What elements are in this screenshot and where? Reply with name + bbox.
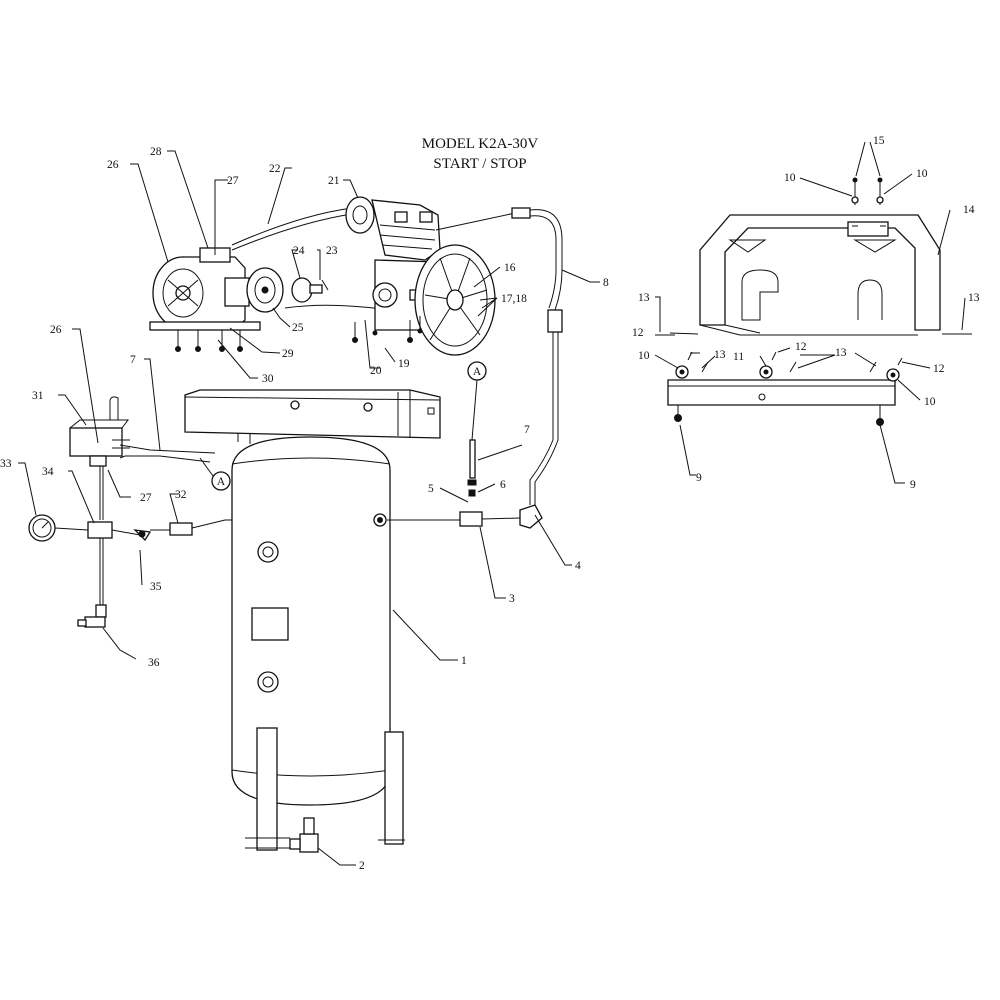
callout-5: 5 xyxy=(428,483,434,495)
callout-11: 11 xyxy=(733,351,744,363)
callout-27-switch: 27 xyxy=(140,492,152,504)
callout-9-left: 9 xyxy=(696,472,702,484)
callout-36: 36 xyxy=(148,657,160,669)
callout-13-left: 13 xyxy=(638,292,650,304)
guard-bolts xyxy=(669,177,972,335)
callout-12-left: 12 xyxy=(632,327,644,339)
motor-bolts xyxy=(175,330,243,352)
callout-10-top-left: 10 xyxy=(784,172,796,184)
check-valve-fittings xyxy=(387,439,543,529)
callout-19: 19 xyxy=(398,358,410,370)
callout-13-mid-right: 13 xyxy=(835,347,847,359)
callout-25: 25 xyxy=(292,322,304,334)
callout-14: 14 xyxy=(963,204,975,216)
pump-bolts xyxy=(352,316,423,343)
model-subtitle: START / STOP xyxy=(433,156,526,172)
callout-20: 20 xyxy=(370,365,382,377)
nipple-fitting xyxy=(150,519,232,536)
callout-33: 33 xyxy=(0,458,12,470)
callout-23: 23 xyxy=(326,245,338,257)
callout-7-right: 7 xyxy=(524,424,530,436)
electric-motor xyxy=(149,247,261,331)
callout-31: 31 xyxy=(32,390,44,402)
motor-pulley xyxy=(246,267,284,313)
callout-3: 3 xyxy=(509,593,515,605)
callout-17-18: 17,18 xyxy=(501,293,527,305)
callout-35: 35 xyxy=(150,581,162,593)
belt-key xyxy=(291,277,329,303)
callout-21: 21 xyxy=(328,175,340,187)
leader-lines xyxy=(18,141,966,866)
callout-12-mid: 12 xyxy=(795,341,807,353)
connector-a-left xyxy=(211,471,231,491)
callout-10-top-right: 10 xyxy=(916,168,928,180)
belt-guard xyxy=(699,214,941,336)
callout-2: 2 xyxy=(359,860,365,872)
connector-a-top-label: A xyxy=(473,366,482,378)
callout-4: 4 xyxy=(575,560,581,572)
callout-10-right: 10 xyxy=(924,396,936,408)
discharge-tube xyxy=(435,207,563,505)
callout-15: 15 xyxy=(873,135,885,147)
callout-7-left: 7 xyxy=(130,354,136,366)
callout-30: 30 xyxy=(262,373,274,385)
air-tank xyxy=(231,436,391,806)
callout-24: 24 xyxy=(293,245,305,257)
drain-valve xyxy=(289,817,319,853)
flywheel xyxy=(414,244,496,356)
guard-bracket xyxy=(667,351,903,426)
unloader-tube xyxy=(119,455,211,463)
callout-26-motor: 26 xyxy=(107,159,119,171)
manifold xyxy=(87,521,141,539)
drive-belt xyxy=(231,207,353,246)
pump-platform xyxy=(184,389,441,444)
callout-1: 1 xyxy=(461,655,467,667)
outlet-coupler xyxy=(77,538,107,628)
safety-valve xyxy=(133,529,152,542)
tank-legs xyxy=(245,727,405,851)
callout-26-switch: 26 xyxy=(50,324,62,336)
callout-12-right: 12 xyxy=(933,363,945,375)
callout-28: 28 xyxy=(150,146,162,158)
callout-27-motor: 27 xyxy=(227,175,239,187)
gauge xyxy=(28,514,89,542)
callout-16: 16 xyxy=(504,262,516,274)
callout-9-right: 9 xyxy=(910,479,916,491)
callout-10-left: 10 xyxy=(638,350,650,362)
callout-13-mid-left: 13 xyxy=(714,349,726,361)
callout-13-right: 13 xyxy=(968,292,980,304)
callout-8: 8 xyxy=(603,277,609,289)
callout-29: 29 xyxy=(282,348,294,360)
callout-32: 32 xyxy=(175,489,187,501)
callout-22: 22 xyxy=(269,163,281,175)
callout-34: 34 xyxy=(42,466,54,478)
model-title: MODEL K2A-30V xyxy=(422,136,539,152)
connector-a-left-label: A xyxy=(217,476,226,488)
callout-6: 6 xyxy=(500,479,506,491)
pressure-switch xyxy=(69,396,130,467)
